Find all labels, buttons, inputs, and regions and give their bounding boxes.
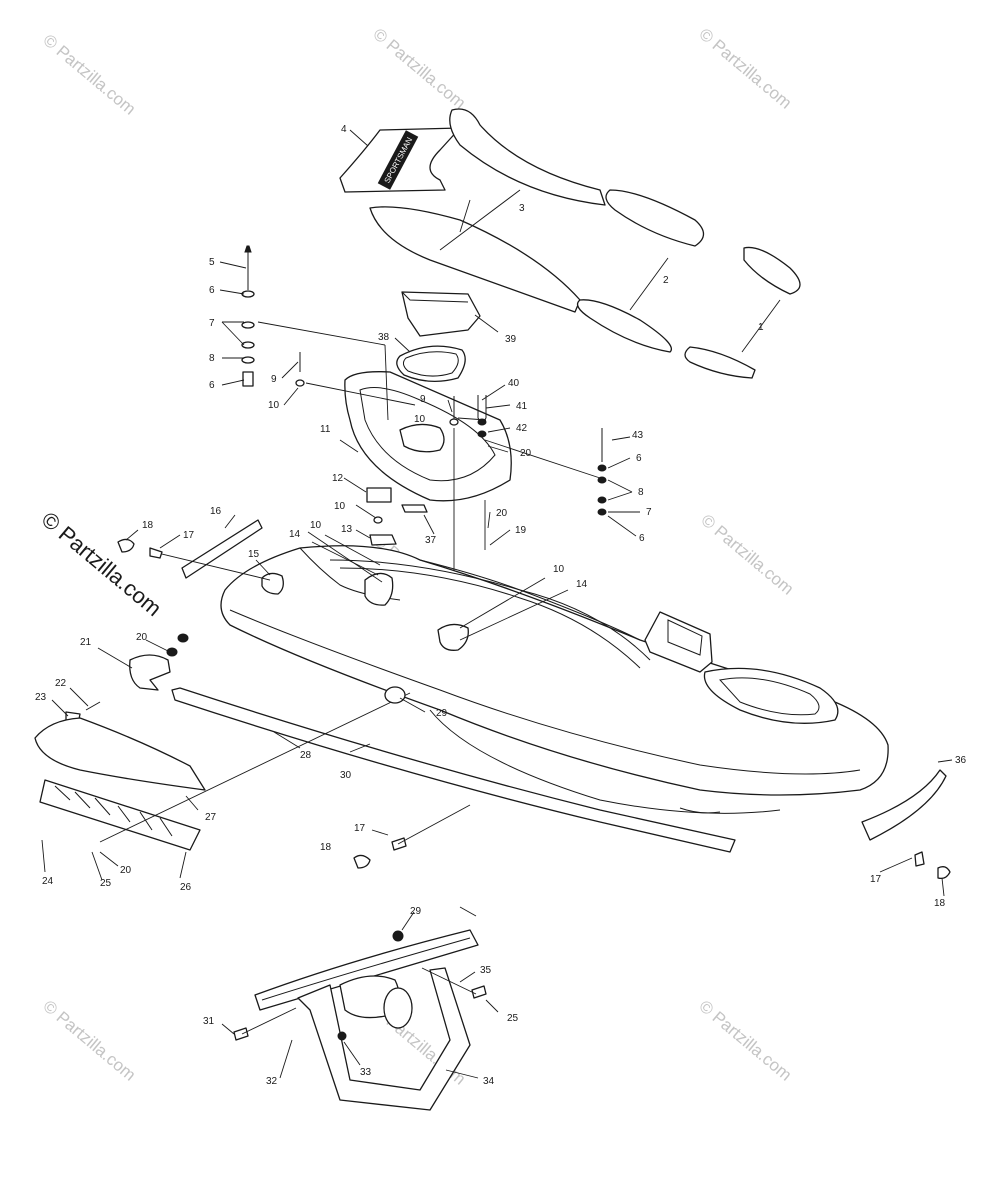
callout-33: 33 bbox=[360, 1067, 372, 1078]
callout-29: 29 bbox=[410, 906, 422, 917]
inner-tray bbox=[344, 371, 512, 502]
callout-10: 10 bbox=[334, 501, 346, 512]
callout-29: 29 bbox=[436, 708, 448, 719]
rear-assembly bbox=[34, 633, 206, 851]
callout-27: 27 bbox=[205, 812, 217, 823]
tow-handle bbox=[233, 929, 487, 1111]
centre-fasteners bbox=[353, 804, 471, 869]
callout-34: 34 bbox=[483, 1076, 495, 1087]
callout-7: 7 bbox=[646, 507, 652, 518]
callout-6: 6 bbox=[639, 533, 645, 544]
callout-14: 14 bbox=[289, 529, 301, 540]
callout-28: 28 bbox=[300, 750, 312, 761]
callout-32: 32 bbox=[266, 1076, 278, 1087]
callout-43: 43 bbox=[632, 430, 644, 441]
callout-11: 11 bbox=[320, 424, 331, 435]
callout-25: 25 bbox=[100, 878, 112, 889]
callout-25: 25 bbox=[507, 1013, 519, 1024]
callout-leaders bbox=[41, 129, 953, 1079]
callout-39: 39 bbox=[505, 334, 517, 345]
callout-20: 20 bbox=[120, 865, 132, 876]
callout-2: 2 bbox=[663, 275, 669, 286]
callout-18: 18 bbox=[320, 842, 332, 853]
callout-6: 6 bbox=[636, 453, 642, 464]
watermark: © Partzilla.com bbox=[369, 25, 469, 113]
watermark: © Partzilla.com bbox=[697, 511, 797, 599]
callout-16: 16 bbox=[210, 506, 222, 517]
callout-8: 8 bbox=[209, 353, 215, 364]
long-side-rail bbox=[99, 686, 736, 853]
callout-21: 21 bbox=[80, 637, 92, 648]
watermark: © Partzilla.com bbox=[39, 31, 139, 119]
callout-4: 4 bbox=[341, 124, 347, 135]
callout-24: 24 bbox=[42, 876, 54, 887]
callout-36: 36 bbox=[955, 755, 967, 766]
callout-22: 22 bbox=[55, 678, 67, 689]
callout-10: 10 bbox=[310, 520, 322, 531]
front-bumper bbox=[861, 769, 951, 880]
watermark: © Partzilla.com bbox=[39, 997, 139, 1085]
callout-15: 15 bbox=[248, 549, 260, 560]
callout-30: 30 bbox=[340, 770, 352, 781]
callout-3: 3 bbox=[519, 203, 525, 214]
watermark: © Partzilla.com bbox=[695, 997, 795, 1085]
callout-9: 9 bbox=[271, 374, 277, 385]
callout-37: 37 bbox=[425, 535, 437, 546]
callout-42: 42 bbox=[516, 423, 528, 434]
callout-20: 20 bbox=[136, 632, 148, 643]
callout-19: 19 bbox=[515, 525, 527, 536]
callout-8: 8 bbox=[638, 487, 644, 498]
callout-18: 18 bbox=[142, 520, 154, 531]
callout-41: 41 bbox=[516, 401, 528, 412]
callout-6: 6 bbox=[209, 285, 215, 296]
callout-10: 10 bbox=[414, 414, 426, 425]
callout-40: 40 bbox=[508, 378, 520, 389]
left-hardware-stack bbox=[241, 245, 416, 421]
callout-20: 20 bbox=[520, 448, 532, 459]
watermark: © Partzilla.com bbox=[695, 25, 795, 113]
callout-26: 26 bbox=[180, 882, 192, 893]
callout-1: 1 bbox=[758, 322, 764, 333]
callout-17: 17 bbox=[354, 823, 366, 834]
callout-10: 10 bbox=[553, 564, 565, 575]
callout-18: 18 bbox=[934, 898, 946, 909]
callout-17: 17 bbox=[183, 530, 195, 541]
callout-5: 5 bbox=[209, 257, 215, 268]
callout-17: 17 bbox=[870, 874, 882, 885]
callout-10: 10 bbox=[268, 400, 280, 411]
callout-13: 13 bbox=[341, 524, 353, 535]
seat-mat-pads: SPORTSMAN bbox=[339, 108, 801, 379]
callout-31: 31 bbox=[203, 1016, 215, 1027]
callout-20: 20 bbox=[496, 508, 508, 519]
side-rail-bracket bbox=[117, 519, 271, 581]
callout-35: 35 bbox=[480, 965, 492, 976]
small-brackets bbox=[366, 487, 428, 546]
callout-7: 7 bbox=[209, 318, 215, 329]
hull-deck bbox=[220, 545, 889, 814]
callout-12: 12 bbox=[332, 473, 344, 484]
callout-6: 6 bbox=[209, 380, 215, 391]
callout-labels: 1 2 3 4 5 6 7 8 6 9 10 38 39 9 40 10 41 … bbox=[35, 124, 967, 1087]
callout-9: 9 bbox=[420, 394, 426, 405]
callout-38: 38 bbox=[378, 332, 390, 343]
callout-14: 14 bbox=[576, 579, 588, 590]
storage-bin bbox=[396, 291, 481, 382]
callout-23: 23 bbox=[35, 692, 47, 703]
